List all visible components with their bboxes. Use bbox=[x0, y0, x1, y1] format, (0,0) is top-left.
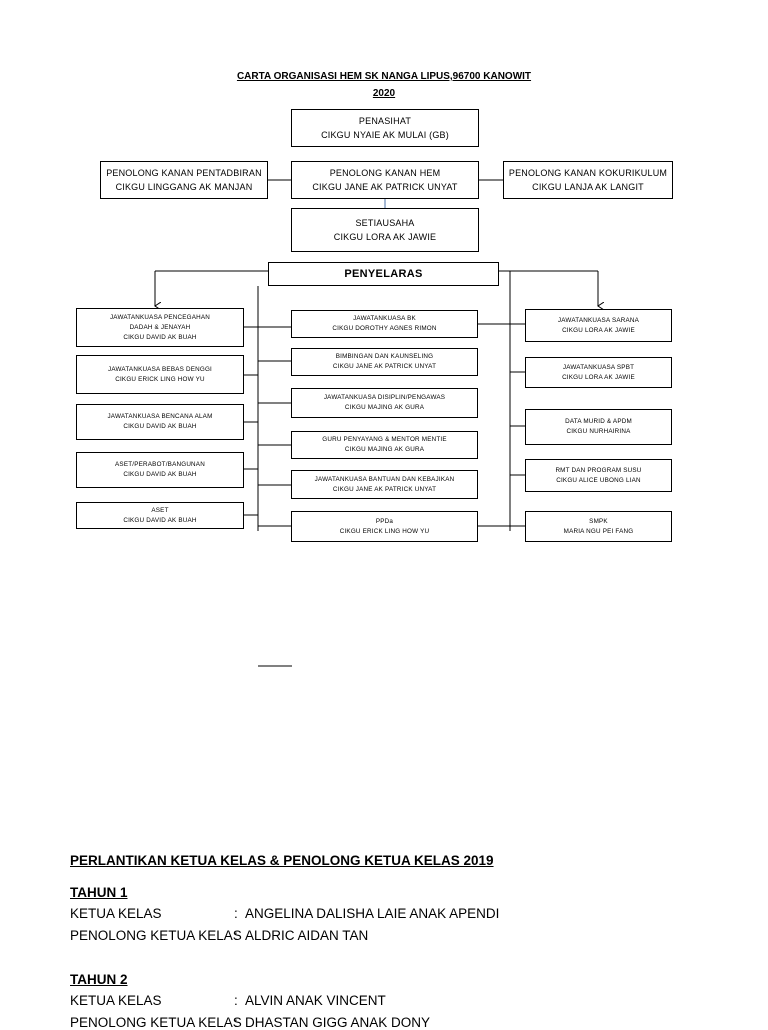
unit-title: PPDa bbox=[375, 517, 394, 525]
pk-pentadbiran-role: PENOLONG KANAN PENTADBIRAN bbox=[106, 168, 262, 178]
penolong-name: DHASTAN GIGG ANAK DONY bbox=[245, 1015, 431, 1030]
unit-title-cont: DADAH & JENAYAH bbox=[129, 323, 191, 331]
unit-teacher: CIKGU MAJING AK GURA bbox=[344, 404, 425, 411]
unit-title: ASET bbox=[151, 506, 169, 514]
unit-teacher: CIKGU ERICK LING HOW YU bbox=[339, 527, 430, 535]
setiausaha-role: SETIAUSAHA bbox=[355, 218, 415, 228]
colon: : bbox=[234, 928, 238, 943]
right-unit-4: RMT DAN PROGRAM SUSU CIKGU ALICE UBONG L… bbox=[525, 459, 672, 492]
ketua-label: KETUA KELAS bbox=[70, 906, 162, 921]
penolong-label: PENOLONG KETUA KELAS bbox=[70, 1015, 242, 1030]
unit-teacher: CIKGU LORA AK JAWIE bbox=[562, 373, 635, 381]
unit-teacher: CIKGU DAVID AK BUAH bbox=[123, 516, 197, 524]
unit-title: ASET/PERABOT/BANGUNAN bbox=[115, 461, 205, 468]
pk-hem-box: PENOLONG KANAN HEM CIKGU JANE AK PATRICK… bbox=[291, 161, 479, 199]
unit-teacher: CIKGU LORA AK JAWIE bbox=[562, 326, 635, 334]
unit-teacher: CIKGU ERICK LING HOW YU bbox=[115, 375, 205, 383]
right-unit-2: JAWATANKUASA SPBT CIKGU LORA AK JAWIE bbox=[525, 357, 672, 388]
penyelaras-box: PENYELARAS bbox=[268, 262, 499, 286]
unit-teacher: MARIA NGU PEI FANG bbox=[563, 527, 634, 535]
unit-teacher: CIKGU MAJING AK GURA bbox=[344, 446, 425, 453]
unit-title: JAWATANKUASA DISIPLIN/PENGAWAS bbox=[323, 394, 446, 401]
penasihat-role: PENASIHAT bbox=[358, 116, 412, 126]
unit-teacher: CIKGU DAVID AK BUAH bbox=[123, 333, 197, 341]
pk-pentadbiran-box: PENOLONG KANAN PENTADBIRAN CIKGU LINGGAN… bbox=[100, 161, 268, 199]
ketua-name: ALVIN ANAK VINCENT bbox=[245, 993, 386, 1008]
unit-title: JAWATANKUASA BENCANA ALAM bbox=[107, 413, 213, 420]
unit-teacher: CIKGU DOROTHY AGNES RIMON bbox=[332, 325, 437, 332]
pk-hem-name: CIKGU JANE AK PATRICK UNYAT bbox=[312, 182, 458, 192]
penolong-name: ALDRIC AIDAN TAN bbox=[245, 928, 369, 943]
unit-teacher: CIKGU DAVID AK BUAH bbox=[123, 423, 197, 430]
setiausaha-name: CIKGU LORA AK JAWIE bbox=[333, 232, 437, 242]
center-unit-3: JAWATANKUASA DISIPLIN/PENGAWAS CIKGU MAJ… bbox=[291, 388, 478, 418]
right-unit-5: SMPK MARIA NGU PEI FANG bbox=[525, 511, 672, 542]
penyelaras-label: PENYELARAS bbox=[344, 268, 423, 280]
left-unit-1: JAWATANKUASA PENCEGAHAN DADAH & JENAYAH … bbox=[76, 308, 244, 347]
unit-title: JAWATANKUASA SPBT bbox=[562, 363, 635, 371]
unit-teacher: CIKGU NURHAIRINA bbox=[566, 428, 631, 435]
left-unit-2: JAWATANKUASA BEBAS DENGGI CIKGU ERICK LI… bbox=[76, 355, 244, 394]
pk-kokurikulum-role: PENOLONG KANAN KOKURIKULUM bbox=[508, 168, 668, 178]
center-unit-6: PPDa CIKGU ERICK LING HOW YU bbox=[291, 511, 478, 542]
left-unit-4: ASET/PERABOT/BANGUNAN CIKGU DAVID AK BUA… bbox=[76, 452, 244, 488]
unit-title: JAWATANKUASA SARANA bbox=[557, 316, 640, 324]
unit-title: JAWATANKUASA PENCEGAHAN bbox=[109, 313, 211, 321]
ketua-label: KETUA KELAS bbox=[70, 993, 162, 1008]
unit-title: JAWATANKUASA BEBAS DENGGI bbox=[107, 365, 213, 373]
unit-title: JAWATANKUASA BK bbox=[353, 315, 416, 322]
penasihat-name: CIKGU NYAIE AK MULAI (GB) bbox=[321, 130, 449, 140]
unit-teacher: CIKGU DAVID AK BUAH bbox=[123, 471, 197, 478]
right-unit-3: DATA MURID & APDM CIKGU NURHAIRINA bbox=[525, 409, 672, 445]
year-1-title: TAHUN 1 bbox=[70, 885, 128, 900]
unit-title: DATA MURID & APDM bbox=[565, 418, 632, 425]
ketua-name: ANGELINA DALISHA LAIE ANAK APENDI bbox=[245, 906, 500, 921]
unit-teacher: CIKGU ALICE UBONG LIAN bbox=[556, 476, 641, 484]
pk-kokurikulum-box: PENOLONG KANAN KOKURIKULUM CIKGU LANJA A… bbox=[503, 161, 673, 199]
appointments-heading: PERLANTIKAN KETUA KELAS & PENOLONG KETUA… bbox=[70, 853, 494, 868]
colon: : bbox=[234, 906, 238, 921]
center-unit-4: GURU PENYAYANG & MENTOR MENTIE CIKGU MAJ… bbox=[291, 431, 478, 459]
unit-title: BIMBINGAN DAN KAUNSELING bbox=[335, 353, 434, 360]
center-unit-5: JAWATANKUASA BANTUAN DAN KEBAJIKAN CIKGU… bbox=[291, 470, 478, 499]
unit-title: RMT DAN PROGRAM SUSU bbox=[555, 466, 642, 474]
unit-title: JAWATANKUASA BANTUAN DAN KEBAJIKAN bbox=[314, 475, 455, 483]
left-unit-3: JAWATANKUASA BENCANA ALAM CIKGU DAVID AK… bbox=[76, 404, 244, 440]
colon: : bbox=[234, 1015, 238, 1030]
chart-title: CARTA ORGANISASI HEM SK NANGA LIPUS,9670… bbox=[236, 71, 532, 82]
unit-teacher: CIKGU JANE AK PATRICK UNYAT bbox=[332, 485, 437, 493]
unit-title: GURU PENYAYANG & MENTOR MENTIE bbox=[322, 436, 447, 443]
pk-pentadbiran-name: CIKGU LINGGANG AK MANJAN bbox=[115, 182, 253, 192]
pk-hem-role: PENOLONG KANAN HEM bbox=[329, 168, 441, 178]
penasihat-box: PENASIHAT CIKGU NYAIE AK MULAI (GB) bbox=[291, 109, 479, 147]
right-unit-1: JAWATANKUASA SARANA CIKGU LORA AK JAWIE bbox=[525, 309, 672, 342]
pk-kokurikulum-name: CIKGU LANJA AK LANGIT bbox=[532, 182, 644, 192]
penolong-label: PENOLONG KETUA KELAS bbox=[70, 928, 242, 943]
unit-teacher: CIKGU JANE AK PATRICK UNYAT bbox=[332, 363, 437, 370]
unit-title: SMPK bbox=[589, 517, 608, 525]
center-unit-2: BIMBINGAN DAN KAUNSELING CIKGU JANE AK P… bbox=[291, 348, 478, 376]
left-unit-5: ASET CIKGU DAVID AK BUAH bbox=[76, 502, 244, 529]
colon: : bbox=[234, 993, 238, 1008]
year-2-title: TAHUN 2 bbox=[70, 972, 128, 987]
setiausaha-box: SETIAUSAHA CIKGU LORA AK JAWIE bbox=[291, 208, 479, 252]
chart-year: 2020 bbox=[372, 88, 396, 99]
center-unit-1: JAWATANKUASA BK CIKGU DOROTHY AGNES RIMO… bbox=[291, 310, 478, 338]
